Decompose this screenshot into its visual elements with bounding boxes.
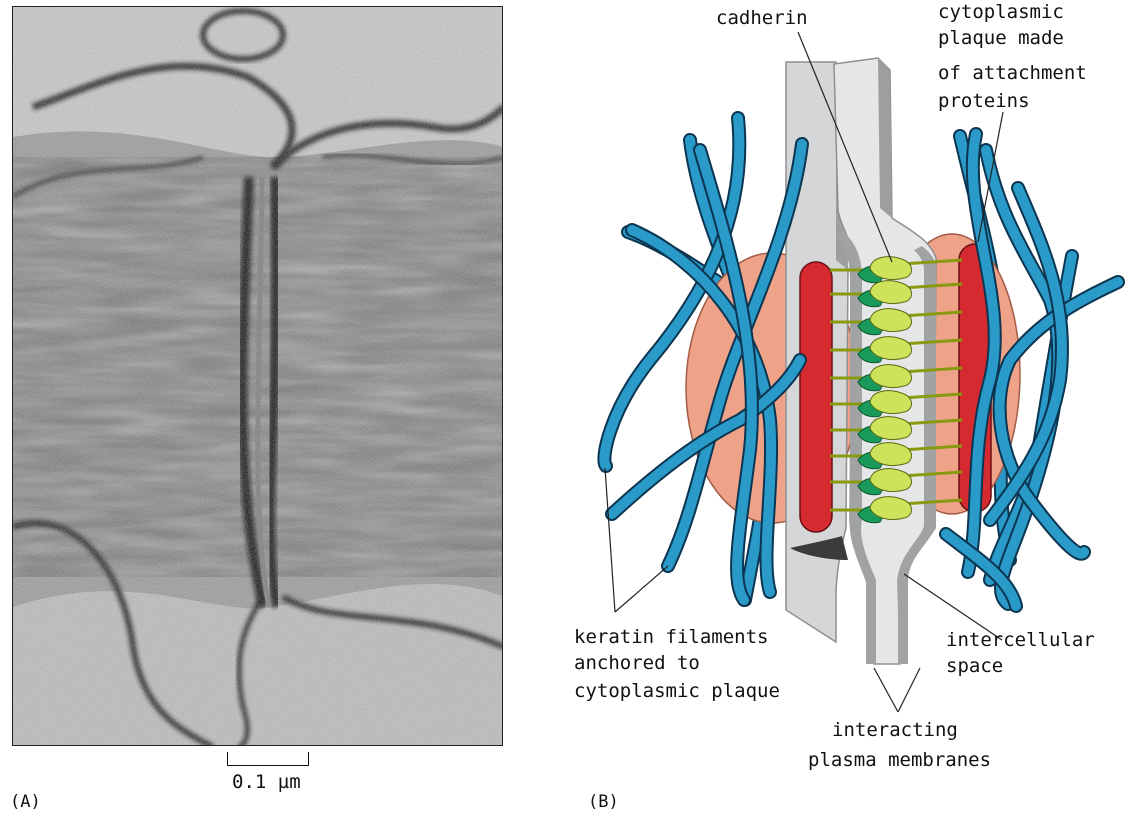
label-cadherin: cadherin [716, 6, 808, 30]
scale-bar-label: 0.1 µm [232, 770, 301, 794]
label-plaque-line4: proteins [938, 89, 1030, 113]
label-plaque-line3: of attachment [938, 61, 1087, 85]
label-membranes-line2: plasma membranes [808, 748, 991, 772]
label-membranes-line1: interacting [832, 718, 958, 742]
label-intercellular-line2: space [946, 654, 1003, 678]
label-keratin-line1: keratin filaments [574, 625, 768, 649]
label-keratin-line3: cytoplasmic plaque [574, 679, 780, 703]
panel-a-letter: (A) [10, 792, 41, 812]
micrograph-image [13, 7, 503, 746]
electron-micrograph [12, 6, 503, 746]
label-intercellular-line1: intercellular [946, 628, 1095, 652]
label-keratin-line2: anchored to [574, 651, 700, 675]
label-plaque-line1: cytoplasmic [938, 0, 1064, 24]
scale-bar [227, 752, 309, 766]
label-plaque-line2: plaque made [938, 26, 1064, 50]
left-cytoplasmic-plaque [800, 262, 832, 532]
